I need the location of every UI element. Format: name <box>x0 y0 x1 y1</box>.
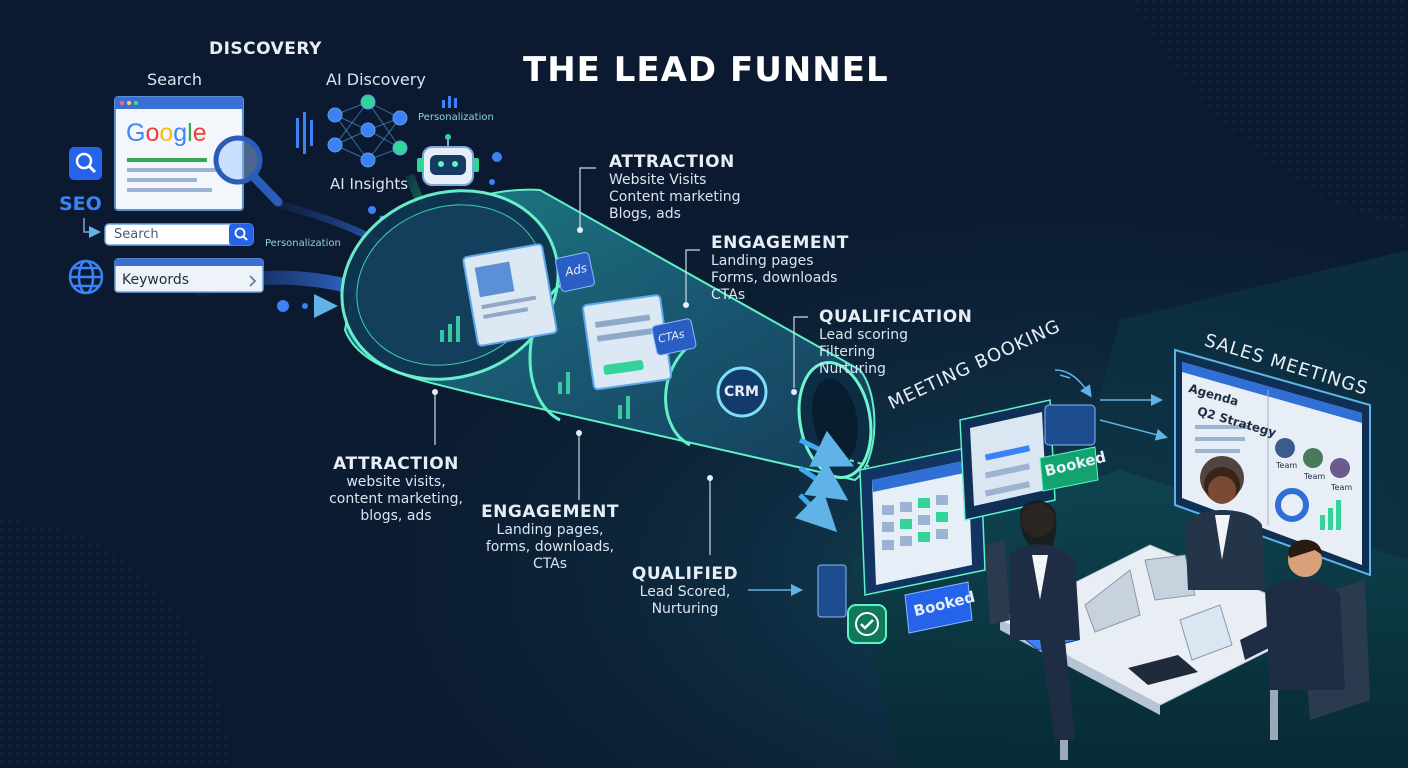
booked-badge-2 <box>904 581 973 634</box>
crm-tag: CRM <box>724 384 759 400</box>
team-label-3: Team <box>1331 483 1353 492</box>
stage-bottom-attraction-line: website visits, <box>346 474 446 490</box>
stage-bottom-engagement-heading: ENGAGEMENT <box>481 502 619 522</box>
stage-bottom-attraction-line: content marketing, <box>329 491 463 507</box>
stage-top-engagement-line: Forms, downloads <box>711 270 838 286</box>
stage-top-qualification-heading: QUALIFICATION <box>819 307 973 327</box>
page-title: THE LEAD FUNNEL <box>523 50 889 90</box>
google-search-card <box>114 96 244 211</box>
stage-bottom-engagement-line: Landing pages, <box>496 522 604 538</box>
stage-bottom-attraction-line: blogs, ads <box>360 508 432 524</box>
neural-network-icon <box>327 94 408 168</box>
magnifier-icon <box>213 135 283 207</box>
stage-top-engagement-line: CTAs <box>711 287 746 303</box>
stage-bottom-attraction-heading: ATTRACTION <box>333 454 459 474</box>
stage-top-attraction-line: Website Visits <box>609 172 707 188</box>
ai-insights-label: AI Insights <box>330 175 409 193</box>
search-label: Search <box>147 70 202 89</box>
funnel-webpage-card <box>462 243 558 347</box>
person-left <box>985 500 1080 740</box>
funnel-form-card <box>582 294 673 391</box>
seo-search-icon <box>69 147 102 180</box>
person-center <box>1185 456 1265 590</box>
calendar-screen <box>859 444 986 596</box>
team-label-2: Team <box>1304 472 1326 481</box>
discovery-heading: DISCOVERY <box>209 39 322 59</box>
personalization-top-label: Personalization <box>418 112 494 123</box>
stage-top-qualification-line: Filtering <box>819 344 876 360</box>
stage-top-engagement-line: Landing pages <box>711 253 814 269</box>
person-right <box>1240 539 1370 720</box>
stage-bottom-qualified: QUALIFIED Lead Scored, Nurturing <box>620 564 750 618</box>
google-logo: Google <box>126 119 207 147</box>
stage-top-attraction-heading: ATTRACTION <box>609 152 735 172</box>
booking-list-screen <box>959 399 1056 521</box>
meeting-table <box>998 544 1332 760</box>
stage-top-engagement-heading: ENGAGEMENT <box>711 233 849 253</box>
stage-bottom-qualified-line: Lead Scored, <box>639 584 731 600</box>
stage-top-attraction: ATTRACTION Website Visits Content market… <box>609 152 740 223</box>
ai-robot-icon <box>417 134 479 186</box>
stage-bottom-qualified-line: Nurturing <box>651 601 719 617</box>
ai-discovery-label: AI Discovery <box>326 70 426 89</box>
stage-bottom-attraction: ATTRACTION website visits, content marke… <box>316 454 476 525</box>
stage-top-qualification-line: Nurturing <box>819 361 886 377</box>
globe-icon <box>68 259 104 295</box>
check-icon <box>847 604 887 644</box>
contacts-card <box>1044 404 1096 446</box>
stage-bottom-engagement: ENGAGEMENT Landing pages, forms, downloa… <box>470 502 630 573</box>
stage-top-attraction-line: Blogs, ads <box>609 206 681 222</box>
stage-top-qualification: QUALIFICATION Lead scoring Filtering Nur… <box>819 307 972 378</box>
stage-bottom-engagement-line: CTAs <box>532 556 568 572</box>
seo-label: SEO <box>59 193 102 215</box>
personalization-left-label: Personalization <box>265 238 341 249</box>
keywords-field[interactable]: Keywords <box>122 272 190 288</box>
search-input[interactable]: Search <box>114 227 159 242</box>
stage-top-engagement: ENGAGEMENT Landing pages Forms, download… <box>711 233 849 304</box>
stage-bottom-qualified-heading: QUALIFIED <box>631 564 739 584</box>
stage-top-qualification-line: Lead scoring <box>819 327 909 343</box>
stage-top-attraction-line: Content marketing <box>609 189 741 205</box>
stage-bottom-engagement-line: forms, downloads, <box>485 539 615 555</box>
booked-badge-1 <box>1039 446 1099 492</box>
team-label-1: Team <box>1276 461 1298 470</box>
